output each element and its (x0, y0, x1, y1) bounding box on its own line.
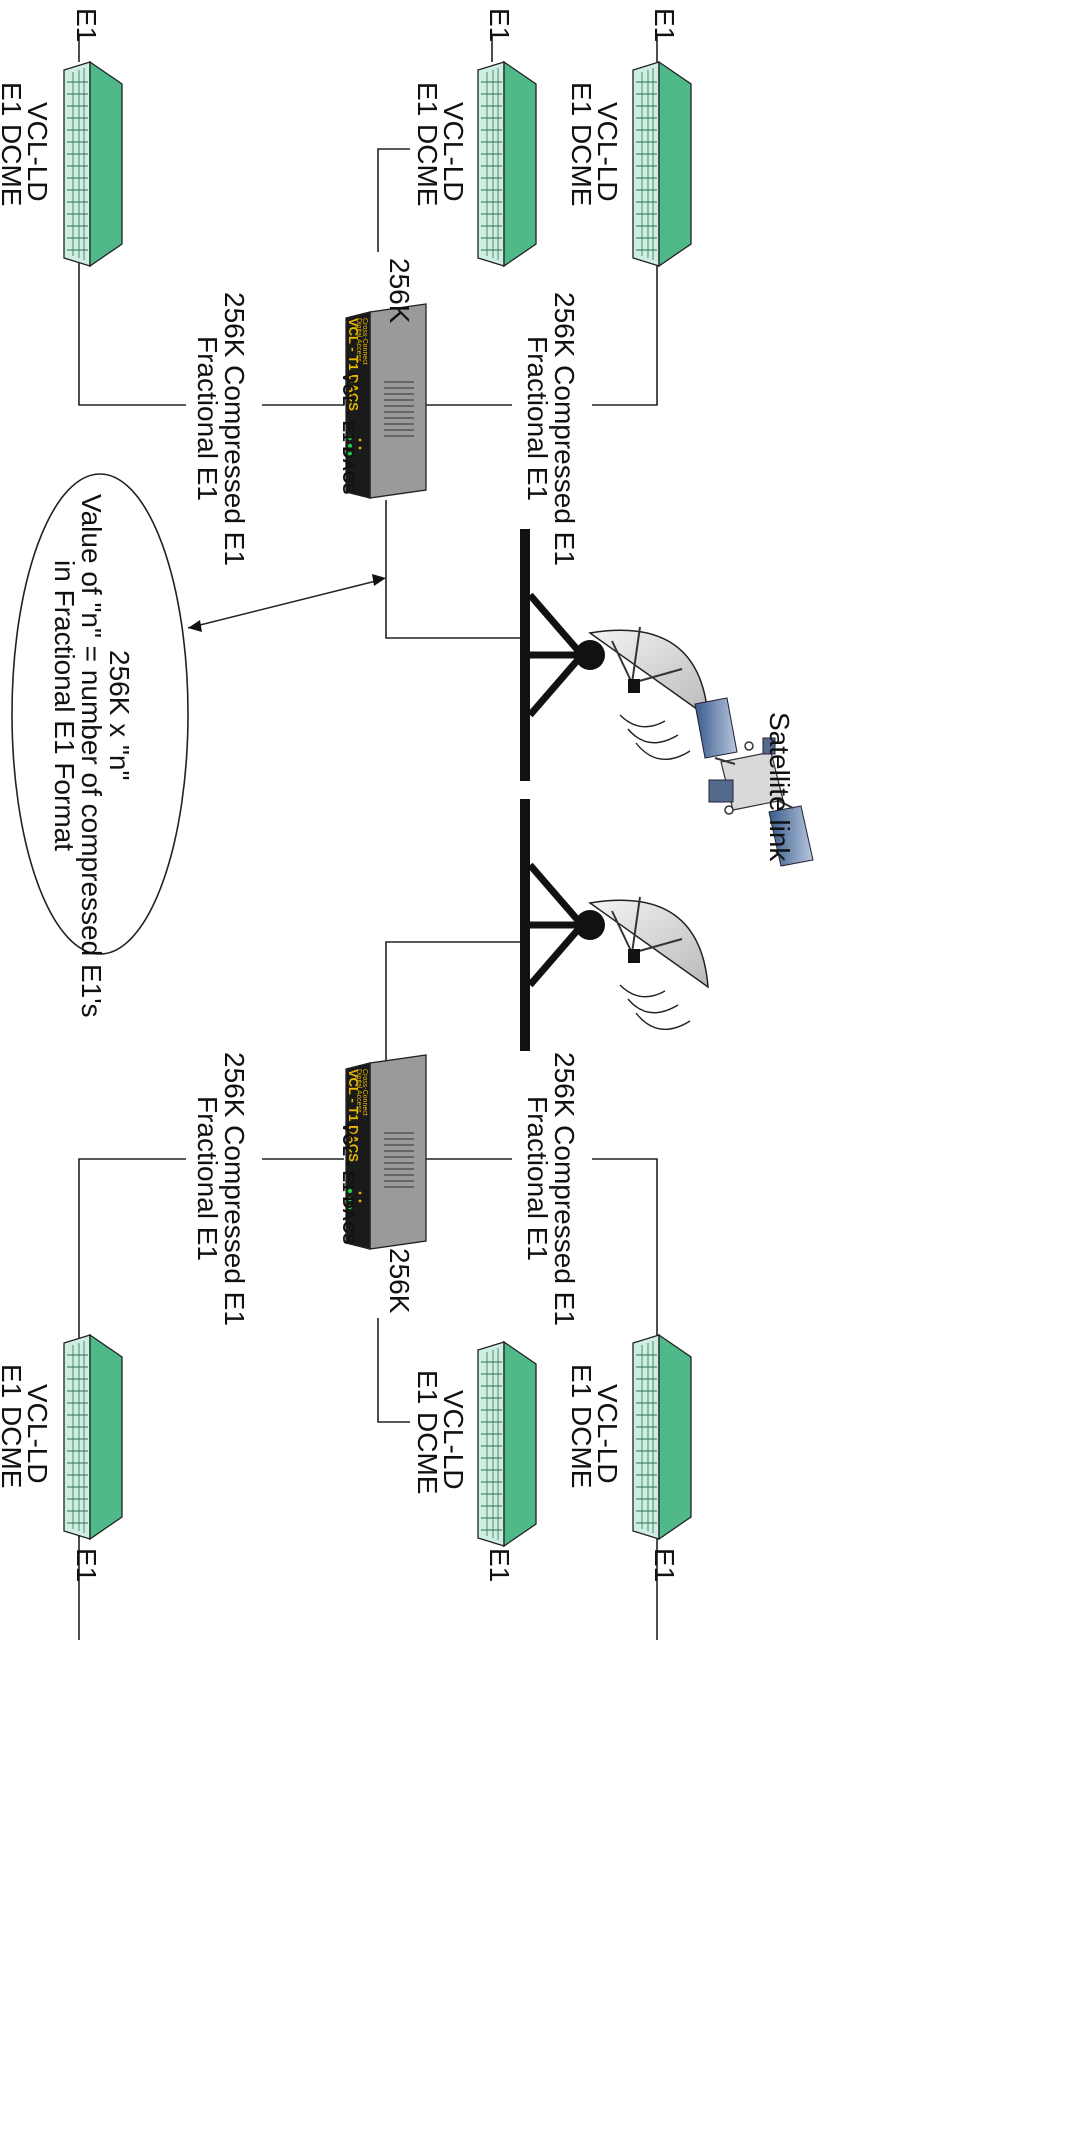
dcme-label-line2: E1 DCME (0, 1364, 27, 1488)
dcme-label-line1: VCL-LD (592, 1384, 623, 1484)
dcme-label-line2: E1 DCME (412, 82, 443, 206)
dcme-upper-right (632, 61, 692, 267)
e1-label: E1 (649, 1548, 680, 1582)
annotation-line2: Value of "n" = number of compressed E1's (76, 494, 107, 1018)
dacs-lower: VCL - T1 DACS Digital Access Cross-Conne… (339, 1054, 427, 1250)
compressed-label-line2: Fractional E1 (522, 336, 553, 501)
e1-label: E1 (71, 8, 102, 42)
rate-label: 256K (384, 258, 415, 324)
compressed-label-line1: 256K Compressed E1 (549, 1052, 580, 1326)
dacs-lower-sub2: Cross-Connect (361, 1069, 368, 1116)
e1-label: E1 (71, 1548, 102, 1582)
labels-upper: E1 E1 E1 VCL-LD E1 DCME VCL-LD E1 DCME V… (0, 8, 680, 566)
dacs-upper-sub2: Cross-Connect (361, 318, 368, 365)
satellite-dish-lower (520, 799, 708, 1051)
annotation-line1: 256K x "n" (104, 650, 135, 780)
dcme-label-line1: VCL-LD (22, 1384, 53, 1484)
dcme-label-line2: E1 DCME (566, 82, 597, 206)
satellite-link-title: Satellite link (764, 712, 795, 862)
labels-lower: E1 E1 E1 VCL-LD E1 DCME VCL-LD E1 DCME V… (0, 1052, 680, 1582)
dcme-lower-right (632, 1334, 692, 1540)
dcme-lower-left (63, 1334, 123, 1540)
dacs-upper-sub1: Digital Access (355, 318, 362, 362)
annotation-callout: 256K x "n" Value of "n" = number of comp… (11, 473, 386, 1018)
annotation-line3: in Fractional E1 Format (49, 560, 80, 851)
e1-label: E1 (484, 1548, 515, 1582)
dcme-label-line2: E1 DCME (412, 1370, 443, 1494)
rate-label: 256K (384, 1248, 415, 1314)
dcme-lower-middle (477, 1341, 537, 1547)
dacs-upper-label: VCL - E1 DACS (339, 372, 358, 495)
e1-label: E1 (649, 8, 680, 42)
dcme-label-line1: VCL-LD (438, 1390, 469, 1490)
compressed-label-line1: 256K Compressed E1 (219, 1052, 250, 1326)
dcme-upper-left (63, 61, 123, 267)
dcme-label-line2: E1 DCME (0, 82, 27, 206)
compressed-label-line1: 256K Compressed E1 (549, 292, 580, 566)
dacs-lower-label: VCL - E1 DACS (339, 1122, 358, 1245)
dacs-upper-faceplate: VCL - T1 DACS (346, 318, 361, 411)
compressed-label-line2: Fractional E1 (522, 1096, 553, 1261)
compressed-label-line2: Fractional E1 (192, 336, 223, 501)
compressed-label-line2: Fractional E1 (192, 1096, 223, 1261)
dcme-label-line1: VCL-LD (438, 102, 469, 202)
compressed-label-line1: 256K Compressed E1 (219, 292, 250, 566)
dcme-label-line1: VCL-LD (592, 102, 623, 202)
dacs-upper: VCL - T1 DACS Digital Access Cross-Conne… (339, 303, 427, 499)
dcme-label-line1: VCL-LD (22, 102, 53, 202)
dacs-lower-faceplate: VCL - T1 DACS (346, 1069, 361, 1162)
dcme-upper-middle (477, 61, 537, 267)
satellite-icon (694, 697, 814, 867)
dacs-lower-sub1: Digital Access (355, 1069, 362, 1113)
e1-label: E1 (484, 8, 515, 42)
satellite-dish-upper (520, 529, 708, 781)
dcme-label-line2: E1 DCME (566, 1364, 597, 1488)
